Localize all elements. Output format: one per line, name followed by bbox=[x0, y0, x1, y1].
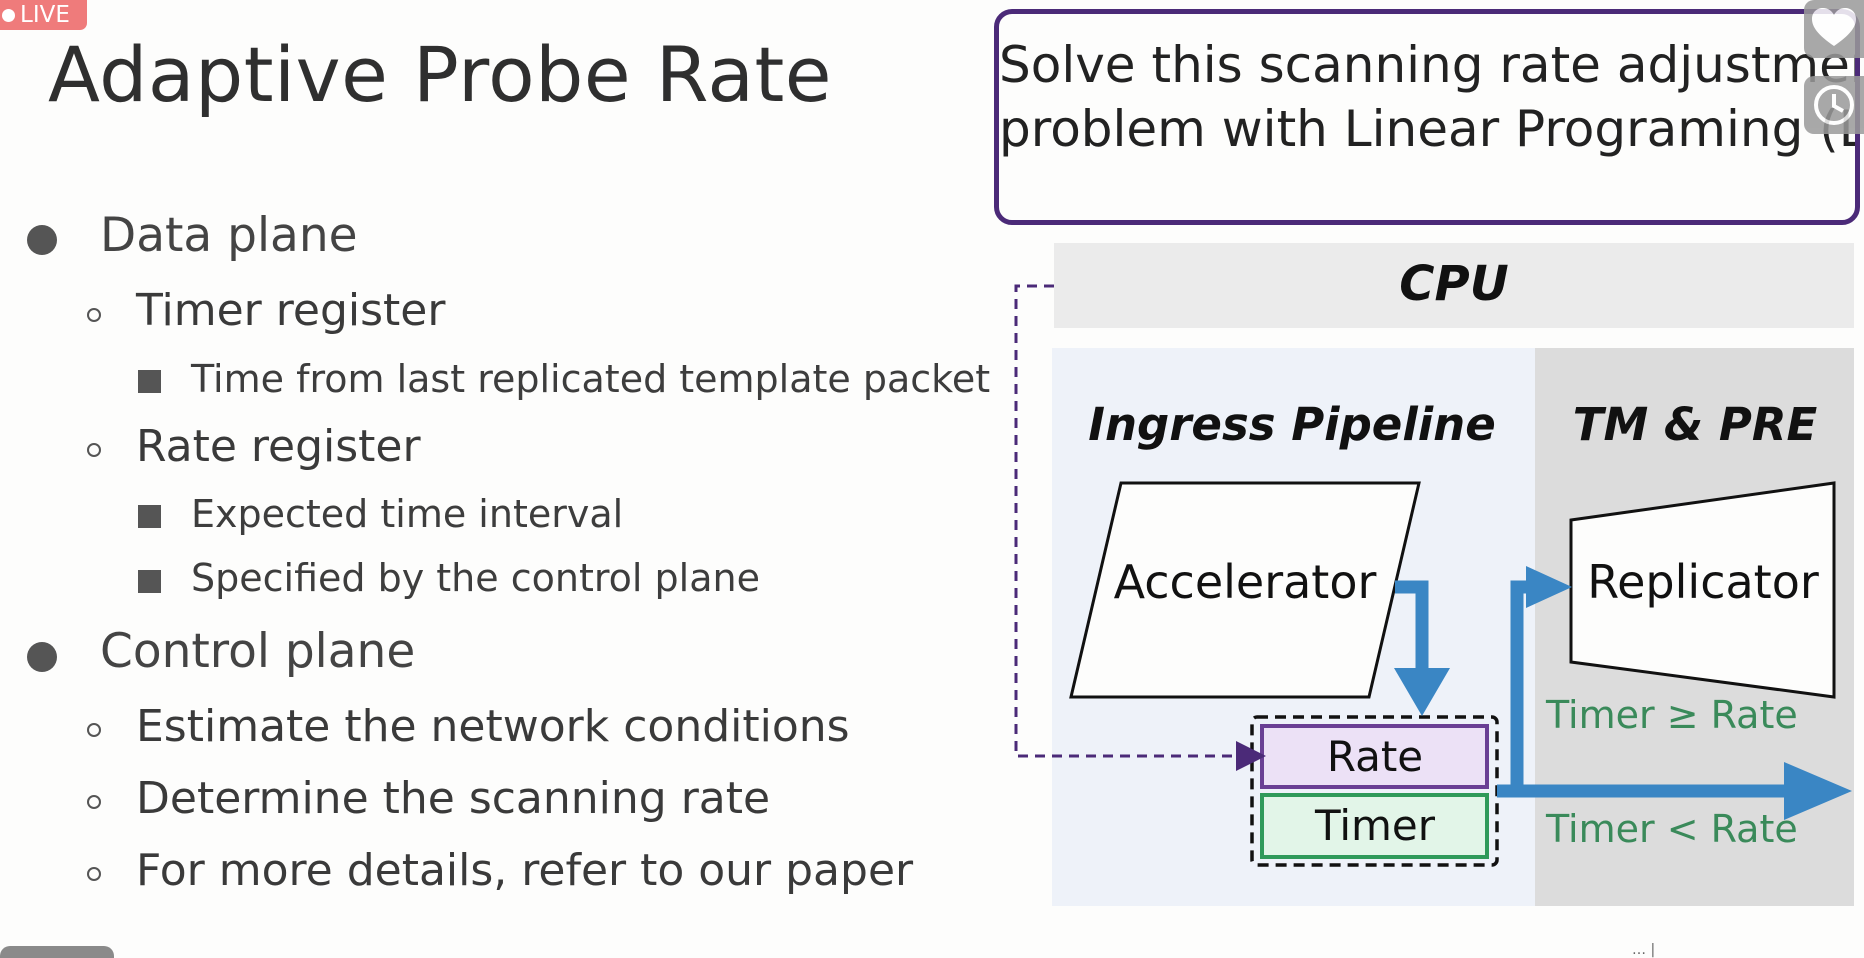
clock-icon[interactable] bbox=[1804, 76, 1864, 134]
bullet-rate-detail-1: Expected time interval bbox=[191, 492, 624, 536]
bullet-rate-detail-2: Specified by the control plane bbox=[191, 556, 760, 600]
bullet-timer-register: Timer register bbox=[136, 285, 446, 336]
bottom-ticker: … | bbox=[1632, 942, 1656, 958]
bullet-square-icon bbox=[138, 505, 161, 528]
bullet-cp-paper: For more details, refer to our paper bbox=[136, 845, 914, 896]
bullet-ring-icon bbox=[87, 723, 101, 737]
cpu-label: CPU bbox=[1399, 256, 1508, 312]
cpu-panel bbox=[1054, 243, 1854, 328]
accelerator-to-rate-arrow bbox=[1395, 580, 1429, 675]
like-heart-icon[interactable] bbox=[1804, 0, 1864, 58]
bullet-cp-determine: Determine the scanning rate bbox=[136, 773, 771, 824]
accelerator-label: Accelerator bbox=[1114, 555, 1377, 609]
condition-timer-lt-rate: Timer < Rate bbox=[1545, 807, 1798, 851]
bullet-ring-icon bbox=[87, 867, 101, 881]
right-arrowhead-icon bbox=[1784, 762, 1852, 820]
callout-line-2: problem with Linear Programing (LP) bbox=[999, 100, 1860, 158]
ingress-pipeline-label: Ingress Pipeline bbox=[1088, 398, 1495, 451]
bullet-square-icon bbox=[138, 570, 161, 593]
bullet-timer-detail: Time from last replicated template packe… bbox=[191, 357, 991, 401]
bullet-dot-icon bbox=[27, 225, 57, 255]
lp-callout-box: Solve this scanning rate adjustment prob… bbox=[994, 9, 1860, 225]
cpu-to-rate-dashed-arrow bbox=[1014, 284, 1266, 771]
replicator-label: Replicator bbox=[1587, 555, 1819, 609]
timer-register-label: Timer bbox=[1314, 801, 1436, 850]
bullet-ring-icon bbox=[87, 443, 101, 457]
replicator-shape bbox=[1569, 481, 1836, 699]
timer-register-box bbox=[1260, 793, 1489, 859]
replicate-arrowhead-icon bbox=[1526, 566, 1572, 608]
bullet-ring-icon bbox=[87, 795, 101, 809]
live-dot-icon bbox=[2, 8, 15, 22]
bottom-overlay-tab[interactable] bbox=[0, 946, 114, 958]
accelerator-shape bbox=[1069, 481, 1421, 699]
live-badge: LIVE bbox=[0, 0, 87, 30]
down-arrowhead-icon bbox=[1394, 668, 1450, 716]
live-label: LIVE bbox=[20, 2, 70, 28]
bullet-cp-estimate: Estimate the network conditions bbox=[136, 701, 850, 752]
bullet-data-plane: Data plane bbox=[100, 208, 358, 263]
bullet-dot-icon bbox=[27, 642, 57, 672]
rate-register-label: Rate bbox=[1327, 732, 1423, 781]
callout-line-1: Solve this scanning rate adjustment bbox=[999, 36, 1860, 94]
condition-timer-ge-rate: Timer ≥ Rate bbox=[1545, 693, 1798, 737]
slide-title: Adaptive Probe Rate bbox=[48, 30, 833, 119]
bullet-rate-register: Rate register bbox=[136, 421, 421, 472]
bullet-square-icon bbox=[138, 370, 161, 393]
bullet-control-plane: Control plane bbox=[100, 624, 416, 679]
bullet-ring-icon bbox=[87, 308, 101, 322]
tm-pre-label: TM & PRE bbox=[1573, 398, 1818, 451]
